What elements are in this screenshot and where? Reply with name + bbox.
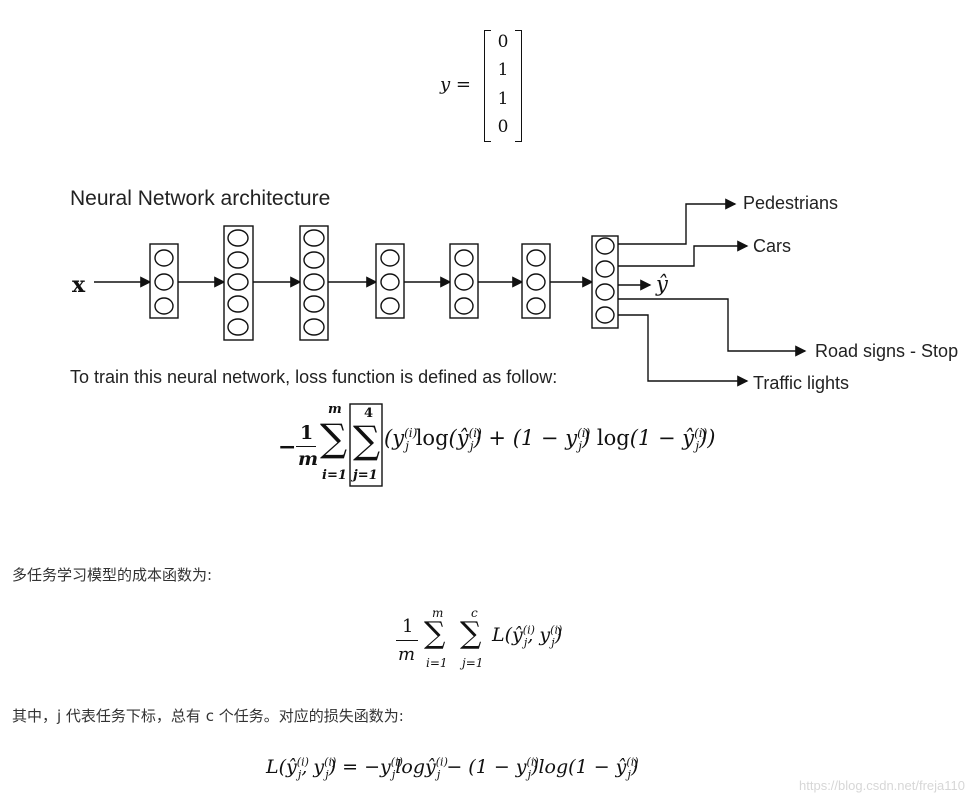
- outer-sum-lower: i=1: [322, 468, 347, 483]
- sum2-symbol: ∑: [460, 616, 482, 651]
- sum2-lower: j=1: [462, 656, 484, 670]
- loss-fraction-den: m: [298, 448, 319, 470]
- y-hat-label: ŷ: [656, 272, 668, 296]
- output-label-cars: Cars: [753, 236, 792, 256]
- sum1-symbol: ∑: [424, 616, 446, 651]
- cost-formula: 1 m m ∑ i=1 c ∑ j=1 L(ŷ(i)j, y(i)j): [396, 606, 616, 676]
- inner-sum-upper: 4: [364, 406, 374, 421]
- output-label-road-signs: Road signs - Stop: [815, 341, 959, 361]
- loss-body: (y(i)j log(ŷ(i)j) + (1 − y(i)j) log(1 − …: [384, 426, 716, 454]
- vector-entry: 1: [497, 60, 509, 80]
- vector-lhs-text: y =: [440, 74, 471, 95]
- paragraph-loss-intro: 其中，j 代表任务下标，总有 c 个任务。对应的损失函数为:: [12, 707, 404, 725]
- inner-sum-lower: j=1: [353, 468, 378, 483]
- sum1-lower: i=1: [426, 656, 448, 670]
- loss-function-formula: L(ŷ(i)j, y(i)j) = −y(i)jlogŷ(i)j − (1 − …: [266, 755, 639, 781]
- vector-entry: 0: [497, 117, 509, 137]
- figure-caption: To train this neural network, loss funct…: [70, 367, 558, 387]
- network-diagram: [94, 198, 807, 487]
- output-label-traffic-lights: Traffic lights: [753, 373, 850, 393]
- output-label-pedestrians: Pedestrians: [743, 193, 839, 213]
- figure-title: Neural Network architecture: [70, 187, 331, 210]
- vector-lhs: y =: [440, 74, 471, 95]
- cost-body: L(ŷ(i)j, y(i)j): [492, 623, 563, 649]
- sum1-upper: m: [432, 606, 444, 620]
- cost-fraction-num: 1: [402, 616, 414, 637]
- loss-fraction-num: 1: [300, 422, 314, 444]
- outer-sum-upper: m: [328, 402, 342, 417]
- sum2-upper: c: [471, 606, 478, 620]
- vector-entry: 0: [497, 32, 509, 52]
- inner-sum-symbol: ∑: [353, 418, 381, 462]
- label-vector-matrix: 0 1 1 0: [484, 30, 522, 142]
- cost-fraction-den: m: [398, 644, 416, 665]
- figure-loss-formula: − 1 m m ∑ i=1 4 ∑ j=1 (y(i)j log(ŷ(i)j) …: [278, 402, 716, 483]
- paragraph-cost-intro: 多任务学习模型的成本函数为:: [12, 566, 213, 584]
- vector-entry: 1: [497, 89, 509, 109]
- outer-sum-symbol: ∑: [320, 416, 348, 460]
- watermark: https://blog.csdn.net/freja110: [799, 778, 965, 793]
- input-label: x: [72, 272, 86, 298]
